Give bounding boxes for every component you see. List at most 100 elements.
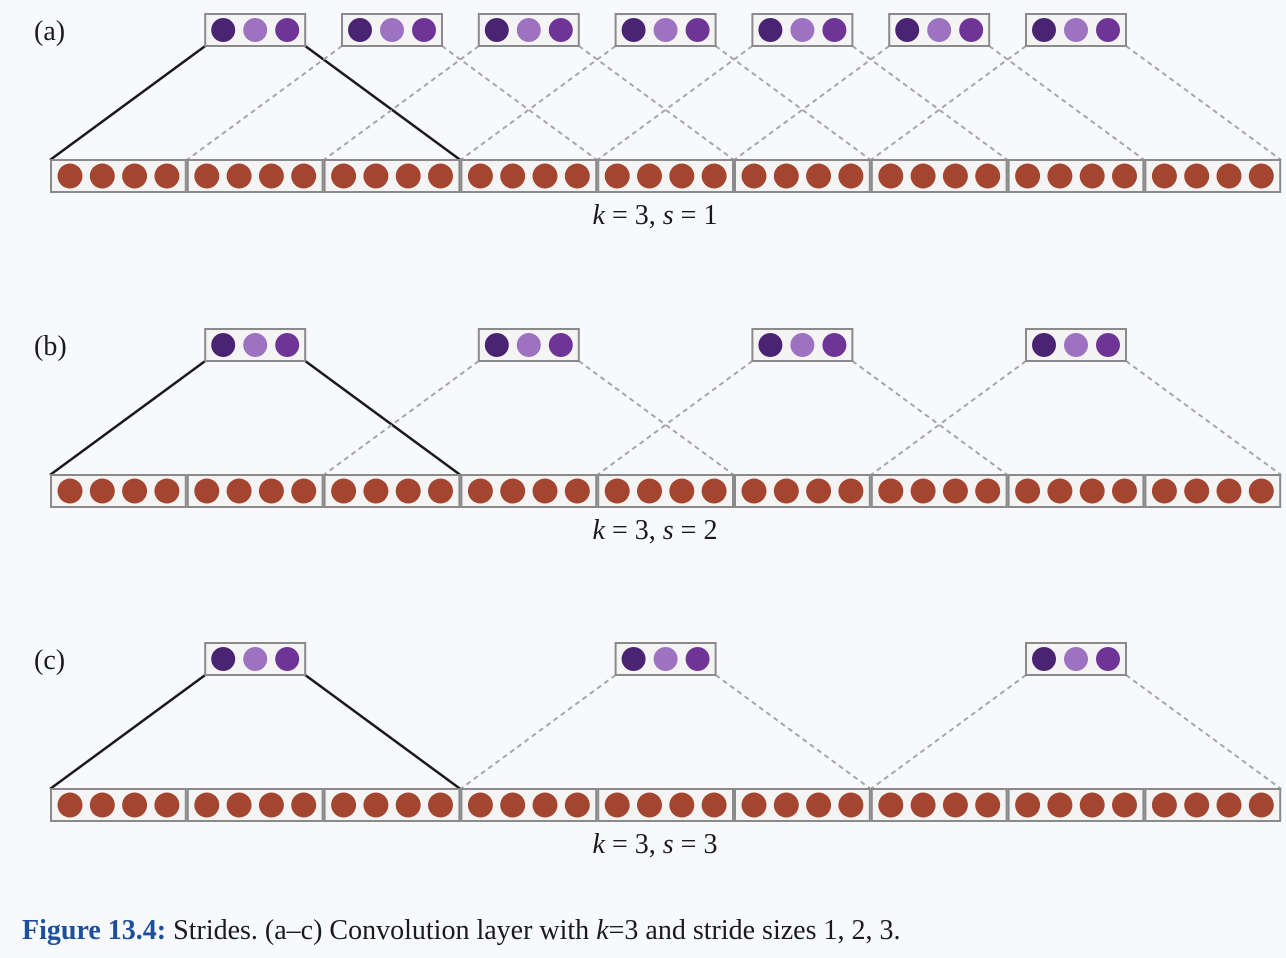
input-unit bbox=[1248, 163, 1274, 189]
panel-label: (c) bbox=[34, 645, 65, 676]
input-unit bbox=[975, 163, 1001, 189]
input-unit bbox=[564, 478, 590, 504]
output-unit bbox=[1032, 333, 1056, 357]
input-unit bbox=[1047, 478, 1073, 504]
input-vector bbox=[50, 788, 187, 822]
input-unit bbox=[942, 792, 968, 818]
connection-line-left bbox=[870, 674, 1027, 790]
output-unit bbox=[1032, 18, 1056, 42]
output-unit bbox=[895, 18, 920, 42]
input-unit bbox=[258, 163, 284, 189]
formula-s-value: 3 bbox=[703, 829, 717, 860]
input-unit bbox=[57, 478, 83, 504]
input-vector bbox=[1007, 159, 1145, 193]
input-unit bbox=[1184, 163, 1210, 189]
input-vector bbox=[460, 159, 598, 193]
output-vector bbox=[341, 13, 443, 47]
input-unit bbox=[331, 478, 357, 504]
input-vector bbox=[50, 159, 187, 193]
input-unit bbox=[89, 163, 115, 189]
caption-text-after: =3 and stride sizes 1, 2, 3. bbox=[608, 915, 901, 946]
input-unit bbox=[1112, 163, 1137, 189]
input-unit bbox=[838, 792, 864, 818]
boxes bbox=[50, 13, 1282, 193]
input-unit bbox=[701, 163, 727, 189]
connection-line-left bbox=[870, 45, 1027, 161]
panel-label: (b) bbox=[34, 331, 67, 362]
output-unit bbox=[243, 647, 268, 671]
input-unit bbox=[1079, 478, 1105, 504]
output-unit bbox=[484, 333, 509, 357]
output-unit bbox=[348, 18, 372, 42]
input-unit bbox=[363, 163, 389, 189]
input-vector bbox=[186, 159, 324, 193]
input-unit bbox=[331, 792, 357, 818]
input-unit bbox=[467, 478, 493, 504]
formula-s-eq: = bbox=[674, 829, 704, 860]
output-unit bbox=[927, 18, 952, 42]
formula-k: k bbox=[593, 829, 606, 860]
output-unit bbox=[621, 18, 646, 42]
formula-s-value: 2 bbox=[703, 515, 717, 546]
input-unit bbox=[1015, 478, 1041, 504]
output-vector bbox=[1025, 328, 1127, 362]
input-vector bbox=[734, 159, 871, 193]
output-vector bbox=[204, 328, 307, 362]
input-unit bbox=[226, 163, 252, 189]
connection-line-left bbox=[596, 45, 753, 161]
input-unit bbox=[1015, 792, 1041, 818]
panel-b: (b)k = 3, s = 2 bbox=[34, 328, 1282, 546]
output-unit bbox=[653, 18, 678, 42]
input-unit bbox=[910, 478, 936, 504]
input-unit bbox=[1015, 163, 1041, 189]
formula-k-value: = 3, bbox=[605, 200, 663, 231]
connection-line-left bbox=[49, 359, 206, 477]
panel-c: (c) k = 3, s = 3 bbox=[34, 642, 1282, 860]
formula-k-value: = 3, bbox=[605, 515, 663, 546]
connection-lines bbox=[49, 44, 1282, 162]
connection-line-right bbox=[851, 45, 1009, 161]
connection-line-right bbox=[851, 360, 1009, 476]
input-vector bbox=[323, 474, 461, 508]
input-vector bbox=[1007, 474, 1145, 508]
input-unit bbox=[291, 478, 317, 504]
output-unit bbox=[822, 333, 847, 357]
output-unit bbox=[1096, 18, 1120, 42]
input-unit bbox=[564, 163, 590, 189]
input-unit bbox=[532, 163, 558, 189]
input-vector bbox=[597, 788, 735, 822]
connection-line-right bbox=[988, 45, 1145, 161]
connection-line-right bbox=[715, 674, 872, 790]
formula-s-eq: = bbox=[674, 515, 704, 546]
input-unit bbox=[1184, 792, 1210, 818]
input-unit bbox=[226, 792, 252, 818]
input-vector bbox=[734, 474, 871, 508]
input-vector bbox=[323, 159, 461, 193]
connection-line-left bbox=[596, 360, 753, 476]
input-unit bbox=[701, 792, 727, 818]
stride-formula: k = 3, s = 3 bbox=[593, 829, 718, 860]
input-unit bbox=[975, 792, 1001, 818]
input-unit bbox=[1112, 792, 1137, 818]
figure-caption: Figure 13.4: Strides. (a–c) Convolution … bbox=[22, 915, 900, 947]
input-unit bbox=[1047, 792, 1073, 818]
output-unit bbox=[790, 333, 815, 357]
stride-formula: k = 3, s = 1 bbox=[593, 200, 718, 231]
output-unit bbox=[211, 647, 236, 671]
output-unit bbox=[275, 18, 300, 42]
output-unit bbox=[1064, 647, 1088, 671]
output-unit bbox=[243, 18, 268, 42]
input-unit bbox=[637, 792, 662, 818]
input-unit bbox=[122, 163, 148, 189]
input-unit bbox=[428, 163, 453, 189]
output-unit bbox=[621, 647, 646, 671]
input-unit bbox=[838, 478, 864, 504]
output-vector bbox=[614, 642, 717, 676]
input-unit bbox=[806, 163, 832, 189]
input-unit bbox=[942, 478, 968, 504]
input-unit bbox=[878, 478, 904, 504]
input-unit bbox=[395, 163, 421, 189]
panel-a: (a)k = 3, s = 1 bbox=[34, 13, 1282, 231]
output-unit bbox=[959, 18, 984, 42]
